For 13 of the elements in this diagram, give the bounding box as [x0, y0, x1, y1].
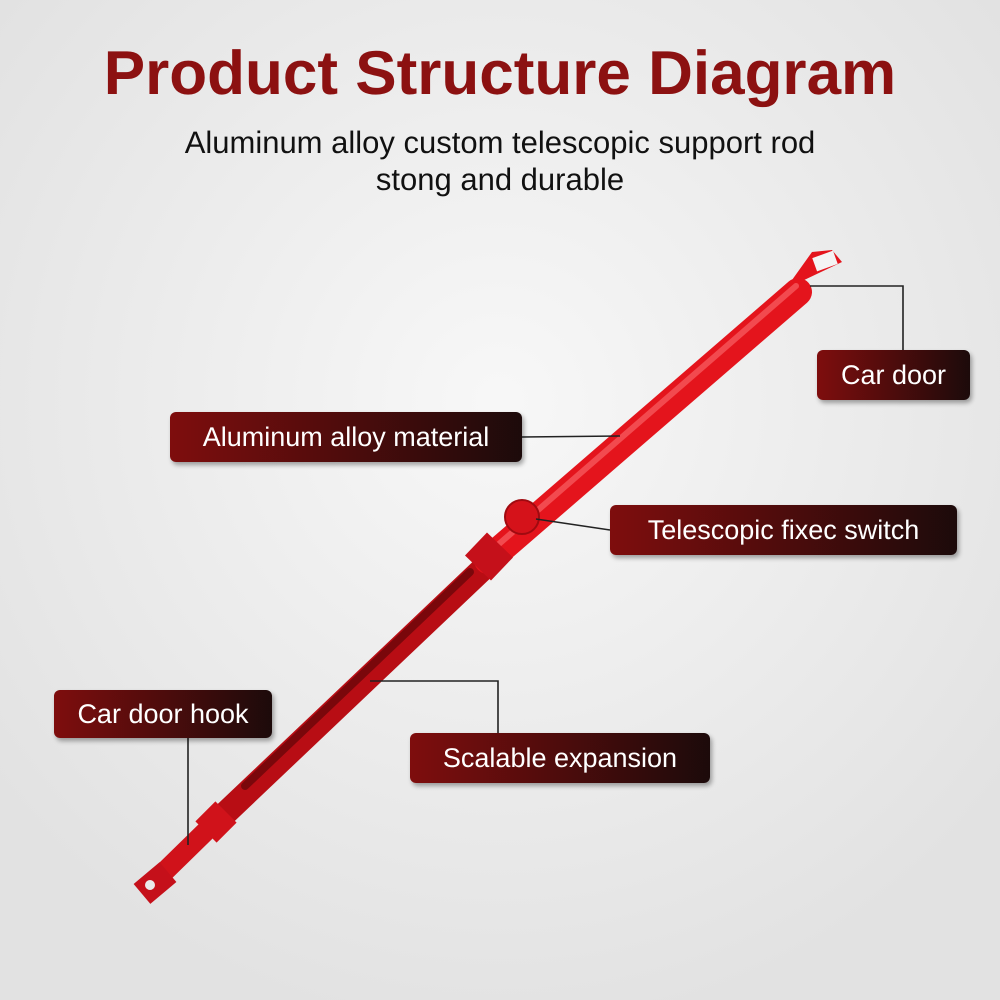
label-box: Scalable expansion [410, 733, 710, 783]
leader-line [522, 435, 620, 438]
label-box: Telescopic fixec switch [610, 505, 957, 555]
leader-line [810, 285, 904, 350]
leader-line [536, 518, 610, 531]
leader-line [370, 680, 499, 733]
leader-line [187, 738, 189, 845]
subtitle: stong and durable [374, 162, 626, 198]
label-box: Car door [817, 350, 970, 400]
subtitle: Aluminum alloy custom telescopic support rod [184, 125, 816, 161]
label-box: Aluminum alloy material [170, 412, 522, 462]
title: Product Structure Diagram [102, 38, 898, 109]
label-box: Car door hook [54, 690, 272, 738]
